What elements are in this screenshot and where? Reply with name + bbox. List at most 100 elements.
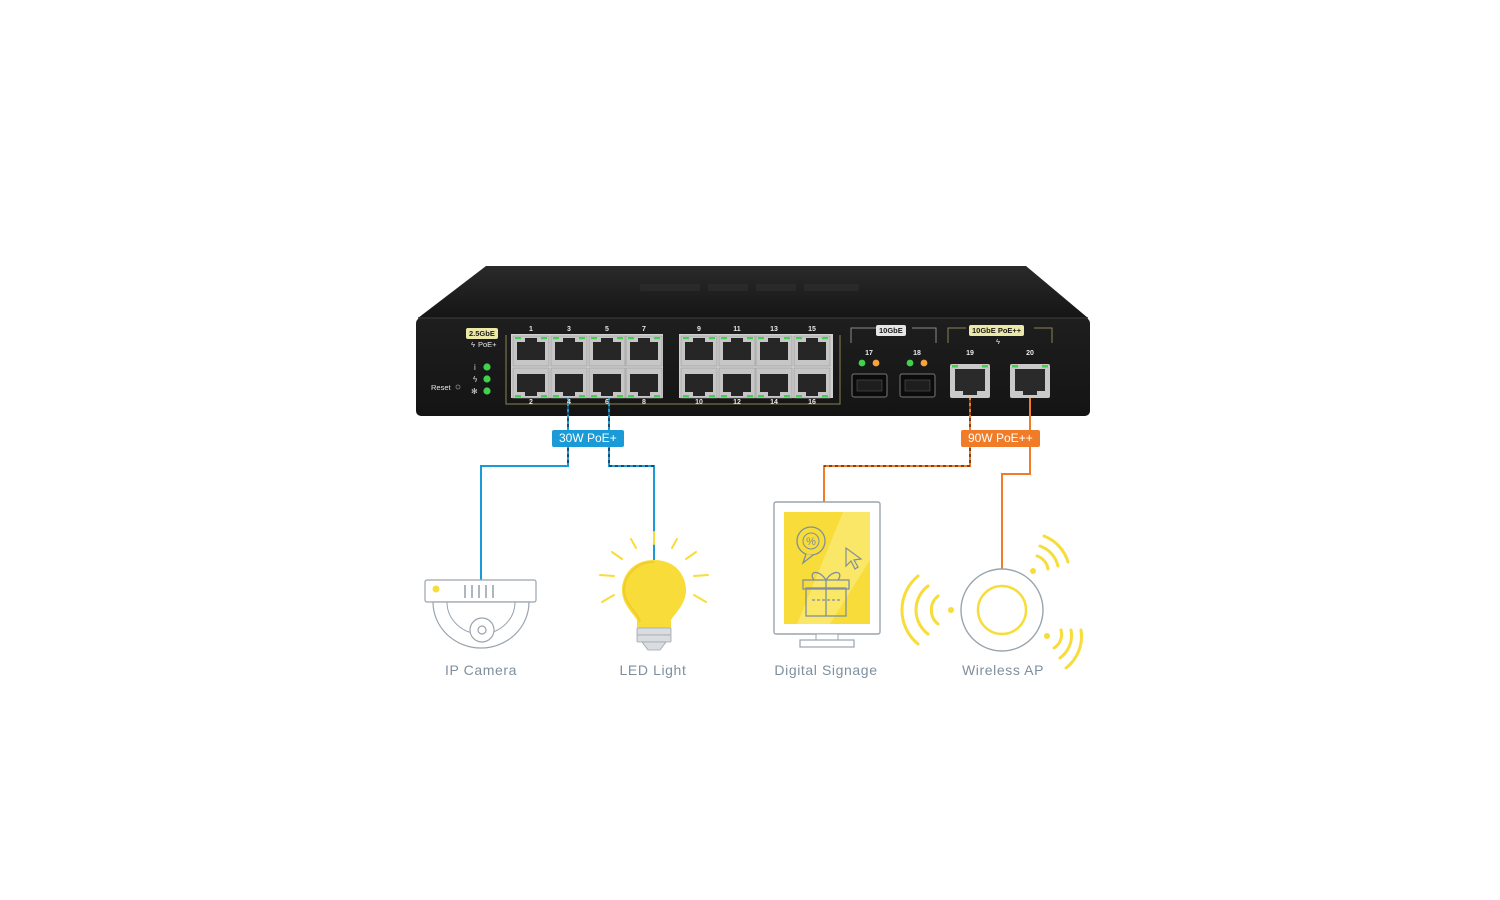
port-number-18: 18 [913,350,921,357]
port-led [709,337,715,340]
port-group-bracket-10g [850,327,937,343]
port-number-7: 7 [642,326,646,333]
rj45-port-7[interactable] [625,335,663,367]
switch-top-face [418,266,1088,318]
port-led [906,359,914,367]
port-led [784,337,790,340]
port-number-13: 13 [770,326,778,333]
port-number-6: 6 [605,399,609,406]
device-label-wireless-ap: Wireless AP [961,662,1045,678]
port-led [822,395,828,398]
port-led [654,337,660,340]
port-led [747,395,753,398]
device-label-digital-signage: Digital Signage [774,662,878,678]
port-led [541,337,547,340]
light-rays-icon [599,531,709,603]
group-sublabel-poe: PoE+ [478,340,497,349]
group-label-10gbe: 10GbE [876,325,906,336]
port-led [553,395,559,398]
port-led [758,395,764,398]
group-label-2-5gbe: 2.5GbE [466,328,498,339]
port-number-2: 2 [529,399,533,406]
wifi-signal-icon [900,534,1083,670]
network-switch: i ϟ ✻ [416,266,1090,416]
port-number-11: 11 [733,326,741,333]
status-led [483,363,491,371]
reset-label: Reset [431,383,451,392]
rj45-port-3[interactable] [550,335,588,367]
cable-wireless-ap [1001,398,1031,570]
rj45-port-12[interactable] [718,367,756,399]
port-number-12: 12 [733,399,741,406]
device-label-led-light: LED Light [619,662,687,678]
port-led [579,395,585,398]
port-led [617,337,623,340]
digital-signage-icon: % [773,501,881,648]
sfp-port-18[interactable] [899,373,936,398]
port-group-bracket-2-5g [505,335,841,405]
port-number-14: 14 [770,399,778,406]
port-led [796,395,802,398]
port-led [541,395,547,398]
rj45-port-2[interactable] [512,367,550,399]
port-number-4: 4 [567,399,571,406]
device-label-ip-camera: IP Camera [444,662,518,678]
wireless-ap-icon [900,534,1083,670]
group-label-10gbe-poe: 10GbE PoE++ [969,325,1025,336]
rj45-port-14[interactable] [755,367,793,399]
port-number-20: 20 [1026,350,1034,357]
port-led [784,395,790,398]
port-number-16: 16 [808,399,816,406]
port-group-bracket-10g-poe [947,327,1053,343]
reset-pinhole[interactable] [455,384,461,390]
poe-plusplus-badge: 90W PoE++ [961,430,1040,447]
port-led [515,395,521,398]
port-number-15: 15 [808,326,816,333]
port-led [683,337,689,340]
rj45-port-9[interactable] [680,335,718,367]
port-led [628,395,634,398]
rj45-port-1[interactable] [512,335,550,367]
cursor-icon [845,546,863,570]
port-number-1: 1 [529,326,533,333]
port-led [579,337,585,340]
port-number-8: 8 [642,399,646,406]
rj45-port-5[interactable] [588,335,626,367]
port-led [872,359,880,367]
status-led [483,387,491,395]
port-number-3: 3 [567,326,571,333]
port-number-9: 9 [697,326,701,333]
port-number-10: 10 [695,399,703,406]
port-led [796,337,802,340]
rj45-port-4[interactable] [550,367,588,399]
rj45-port-8[interactable] [625,367,663,399]
port-led [709,395,715,398]
port-number-19: 19 [966,350,974,357]
rj45-port-19[interactable] [950,364,990,398]
status-led [483,375,491,383]
port-led [515,337,521,340]
rj45-port-10[interactable] [680,367,718,399]
port-led [683,395,689,398]
gift-icon [802,571,850,617]
port-led [758,337,764,340]
port-led [591,337,597,340]
port-led [721,337,727,340]
brand-logo-icon [640,284,859,291]
port-led [747,337,753,340]
rj45-port-11[interactable] [718,335,756,367]
port-led [822,337,828,340]
poe-bolt-icon: ϟ [996,337,1000,346]
rj45-port-16[interactable] [793,367,831,399]
poe-plus-badge: 30W PoE+ [552,430,624,447]
rj45-port-20[interactable] [1010,364,1050,398]
port-led [628,337,634,340]
rj45-port-block [511,334,833,399]
rj45-port-13[interactable] [755,335,793,367]
rj45-port-15[interactable] [793,335,831,367]
sfp-port-17[interactable] [851,373,888,398]
rj45-port-6[interactable] [588,367,626,399]
port-led [721,395,727,398]
poe-bolt-icon: ϟ [471,340,475,349]
